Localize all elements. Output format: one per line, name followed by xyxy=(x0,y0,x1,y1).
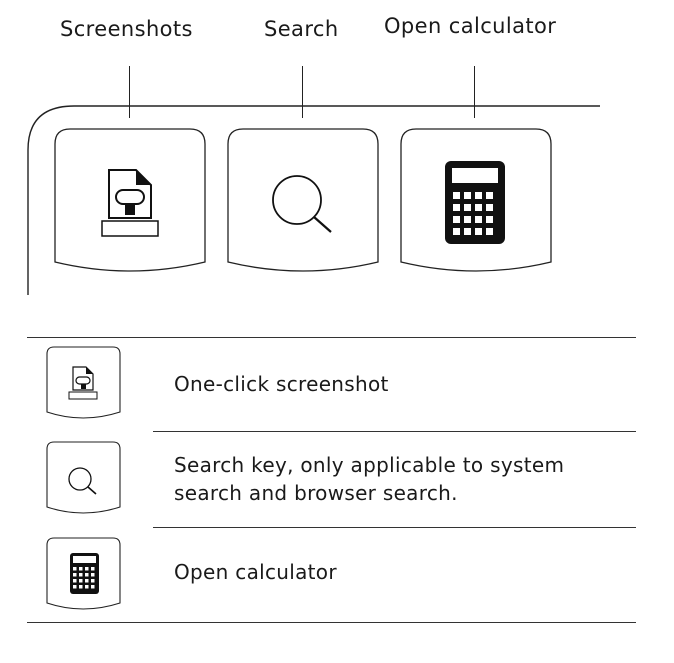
legend-row-divider xyxy=(153,431,636,432)
legend-text-search-line2: search and browser search. xyxy=(174,481,458,505)
search-icon xyxy=(272,175,332,233)
screenshot-key[interactable] xyxy=(54,128,208,278)
legend-text-screenshot: One-click screenshot xyxy=(174,372,389,396)
keyboard-outline xyxy=(27,105,600,295)
legend-key-calculator xyxy=(46,537,122,613)
legend-key-search xyxy=(46,441,122,517)
leader-line-search xyxy=(302,66,303,118)
callout-screenshots: Screenshots xyxy=(60,17,193,41)
leader-line-calculator xyxy=(474,66,475,118)
search-key[interactable] xyxy=(227,128,381,278)
screenshot-icon xyxy=(101,169,159,237)
leader-line-screenshots xyxy=(129,66,130,118)
search-icon xyxy=(68,467,97,495)
legend-bottom-rule xyxy=(27,622,636,623)
legend-top-rule xyxy=(27,337,636,338)
legend-row-divider xyxy=(153,527,636,528)
callout-search: Search xyxy=(264,17,339,41)
calculator-icon xyxy=(445,161,505,244)
legend-key-screenshot xyxy=(46,346,122,422)
callout-calculator: Open calculator xyxy=(384,14,557,38)
legend-text-search-line1: Search key, only applicable to system xyxy=(174,453,565,477)
calculator-key[interactable] xyxy=(400,128,554,278)
calculator-icon xyxy=(70,553,99,594)
legend-text-calculator: Open calculator xyxy=(174,560,337,584)
screenshot-icon xyxy=(68,366,98,400)
